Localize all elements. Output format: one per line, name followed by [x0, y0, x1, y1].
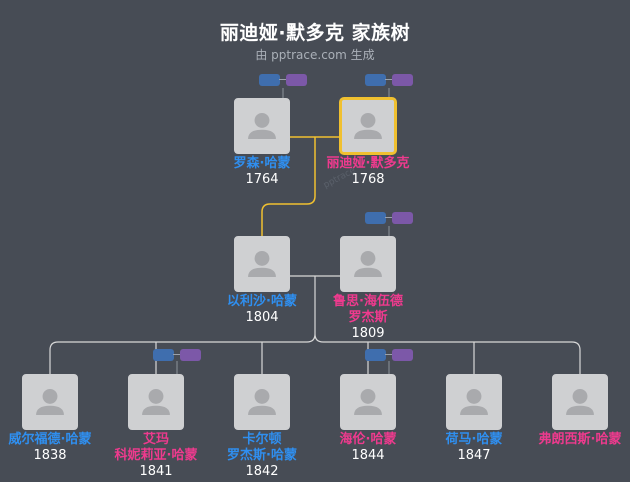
- person-avatar[interactable]: [340, 98, 396, 154]
- person-birth-year: 1842: [245, 464, 279, 479]
- person-name[interactable]: 以利沙·哈蒙: [227, 294, 297, 309]
- person-avatar[interactable]: [234, 236, 290, 292]
- parents-link-icon[interactable]: [365, 74, 386, 86]
- descent-line-gen2: [49, 276, 581, 374]
- person-birth-year: 1804: [245, 310, 279, 325]
- parents-link-icon[interactable]: [392, 212, 413, 224]
- person-name[interactable]: 弗朗西斯·哈蒙: [538, 432, 622, 447]
- badge-connector: [173, 354, 181, 355]
- person-birth-year: 1809: [351, 326, 385, 341]
- person-silhouette-icon: [354, 389, 382, 415]
- person-birth-year: 1847: [457, 448, 491, 463]
- page-subtitle: 由 pptrace.com 生成: [255, 48, 375, 62]
- person-name[interactable]: 海伦·哈蒙: [339, 432, 397, 447]
- person-name[interactable]: 艾玛科妮莉亚·哈蒙: [114, 432, 198, 463]
- family-link-badges[interactable]: [153, 349, 201, 361]
- person-silhouette-icon: [142, 389, 170, 415]
- person-silhouette-icon: [248, 251, 276, 277]
- family-link-badges[interactable]: [365, 212, 413, 224]
- badge-connector: [279, 79, 287, 80]
- person-name[interactable]: 荷马·哈蒙: [445, 432, 503, 447]
- badge-connector: [385, 217, 393, 218]
- person-name[interactable]: 罗森·哈蒙: [233, 156, 291, 171]
- badge-ticks: [176, 88, 390, 374]
- parents-link-icon[interactable]: [365, 349, 386, 361]
- person-avatar[interactable]: [234, 98, 290, 154]
- family-link-badges[interactable]: [365, 74, 413, 86]
- person-avatar[interactable]: [446, 374, 502, 430]
- person-avatar[interactable]: [552, 374, 608, 430]
- page-title: 丽迪娅·默多克 家族树: [219, 22, 411, 44]
- person-name[interactable]: 威尔福德·哈蒙: [8, 432, 92, 447]
- person-name[interactable]: 卡尔顿罗杰斯·哈蒙: [227, 432, 297, 463]
- person-silhouette-icon: [248, 113, 276, 139]
- person-birth-year: 1844: [351, 448, 385, 463]
- person-name[interactable]: 丽迪娅·默多克: [326, 156, 410, 171]
- person-avatar[interactable]: [340, 374, 396, 430]
- person-avatar[interactable]: [340, 236, 396, 292]
- person-silhouette-icon: [36, 389, 64, 415]
- person-birth-year: 1838: [33, 448, 67, 463]
- person-birth-year: 1841: [139, 464, 173, 479]
- person-silhouette-icon: [354, 251, 382, 277]
- parents-link-icon[interactable]: [392, 349, 413, 361]
- parents-link-icon[interactable]: [180, 349, 201, 361]
- person-avatar[interactable]: [128, 374, 184, 430]
- person-name[interactable]: 鲁思·海伍德罗杰斯: [333, 294, 403, 325]
- parents-link-icon[interactable]: [259, 74, 280, 86]
- person-silhouette-icon: [248, 389, 276, 415]
- parents-link-icon[interactable]: [392, 74, 413, 86]
- person-avatar[interactable]: [22, 374, 78, 430]
- person-card[interactable]: 弗朗西斯·哈蒙: [530, 374, 630, 448]
- descent-line-gen1: [261, 137, 316, 236]
- person-silhouette-icon: [460, 389, 488, 415]
- family-link-badges[interactable]: [259, 74, 307, 86]
- family-link-badges[interactable]: [365, 349, 413, 361]
- parents-link-icon[interactable]: [365, 212, 386, 224]
- person-birth-year: 1764: [245, 172, 279, 187]
- badge-connector: [385, 79, 393, 80]
- badge-connector: [385, 354, 393, 355]
- person-avatar[interactable]: [234, 374, 290, 430]
- parents-link-icon[interactable]: [153, 349, 174, 361]
- person-birth-year: 1768: [351, 172, 385, 187]
- person-silhouette-icon: [566, 389, 594, 415]
- person-silhouette-icon: [354, 113, 382, 139]
- parents-link-icon[interactable]: [286, 74, 307, 86]
